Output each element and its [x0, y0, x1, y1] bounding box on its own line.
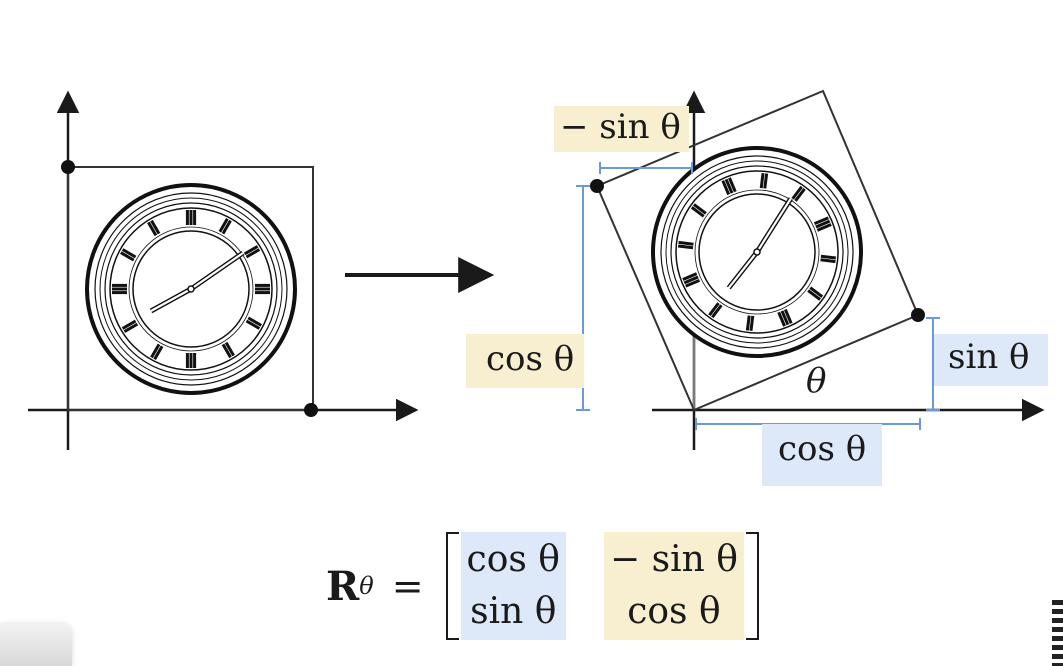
right-clock-icon: [621, 116, 894, 389]
matrix-column-2: − sin θ cos θ: [603, 532, 744, 640]
right-figure: [576, 89, 1045, 450]
sin-right-label: sin θ: [934, 334, 1048, 386]
cos-left-label: cos θ: [466, 334, 585, 388]
theta-angle-label: θ: [806, 361, 827, 401]
corner-object: [0, 624, 72, 666]
left-top-point: [61, 160, 75, 174]
rotated-top-point: [590, 179, 604, 193]
right-bracket: [745, 532, 759, 640]
matrix-column-1: cos θ sin θ: [460, 532, 566, 640]
matrix-cell-12: − sin θ: [609, 539, 738, 580]
rotated-right-point: [911, 308, 925, 322]
left-bracket: [445, 532, 459, 640]
left-clock-icon: [87, 185, 295, 393]
neg-sin-bracket: [599, 162, 693, 174]
matrix-cell-21: sin θ: [470, 591, 557, 632]
qr-code-icon: [1052, 600, 1063, 666]
cos-bottom-label: cos θ: [762, 424, 883, 486]
matrix-cell-11: cos θ: [466, 539, 560, 580]
equals-sign: =: [391, 564, 424, 608]
sin-vertical-bracket: [926, 317, 940, 411]
left-figure: [28, 90, 419, 450]
matrix-symbol: R: [326, 562, 360, 610]
left-square: [67, 166, 314, 411]
neg-sin-label: − sin θ: [554, 106, 689, 152]
left-right-point: [304, 403, 318, 417]
rotated-square: [595, 89, 920, 412]
matrix-cell-22: cos θ: [627, 591, 721, 632]
matrix-subscript: θ: [359, 572, 374, 600]
